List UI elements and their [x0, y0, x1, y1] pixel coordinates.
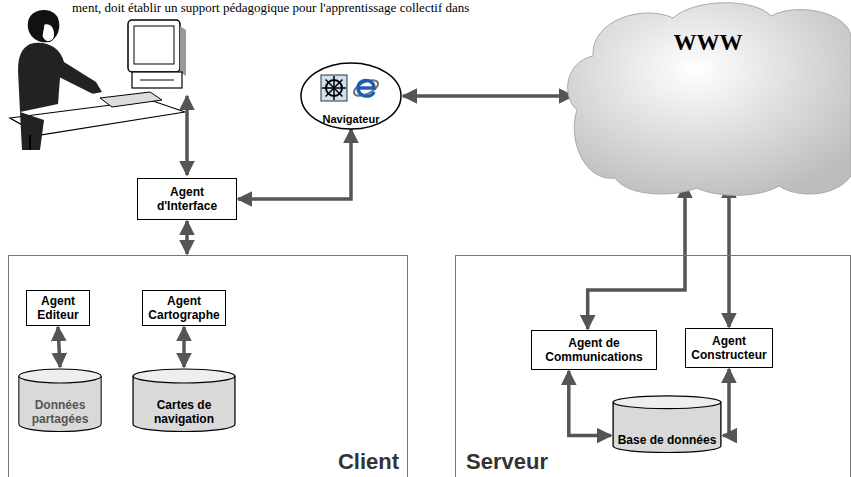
browser-ellipse: Navigateur — [300, 62, 402, 130]
double-arrow-connector — [569, 371, 611, 436]
panel-title: Client — [338, 449, 399, 475]
double-arrow-connector — [723, 369, 729, 436]
agent-box: Agent d'Interface — [137, 178, 237, 220]
agent-box: Agent Cartographe — [142, 290, 226, 326]
node-label: Agent Editeur — [31, 294, 85, 322]
agent-box: Agent Constructeur — [685, 328, 772, 368]
node-label: Agent d'Interface — [142, 185, 232, 213]
client-panel: Client Agent Editeur Agent CartographeDonn… — [8, 255, 408, 477]
agent-box: Agent de Communications — [531, 330, 657, 370]
ie-icon — [352, 77, 381, 99]
double-arrow-connector — [238, 129, 351, 199]
body-text-fragment: ment, doit établir un support pédagogiqu… — [72, 0, 469, 16]
node-label: Base de données — [618, 433, 717, 453]
node-label: Agent de Communications — [536, 336, 652, 364]
agent-box: Agent Editeur — [26, 290, 90, 326]
node-label: Données partagées — [18, 398, 102, 432]
terminal-link — [185, 96, 189, 175]
panel-title: Serveur — [466, 449, 548, 475]
server-panel: Serveur Agent de Communications Agent Cons… — [455, 255, 851, 477]
node-label: Agent Cartographe — [147, 294, 221, 322]
node-label: Agent Constructeur — [690, 334, 767, 362]
node-label: WWW — [565, 30, 851, 56]
double-arrow-connector — [185, 221, 189, 254]
person-at-computer — [10, 10, 186, 150]
database-cylinder: Cartes de navigation — [132, 368, 236, 432]
double-arrow-connector — [58, 327, 60, 367]
database-cylinder: Données partagées — [18, 368, 102, 432]
node-label: Navigateur — [323, 113, 380, 130]
cloud-outline — [565, 0, 851, 196]
node-label: Cartes de navigation — [132, 398, 236, 432]
web-cloud: WWW — [565, 0, 851, 196]
double-arrow-connector — [588, 184, 685, 329]
database-cylinder: Base de données — [612, 395, 722, 453]
double-arrow-connector — [182, 327, 186, 367]
wheel-icon — [321, 75, 347, 101]
double-arrow-connector — [403, 94, 573, 98]
